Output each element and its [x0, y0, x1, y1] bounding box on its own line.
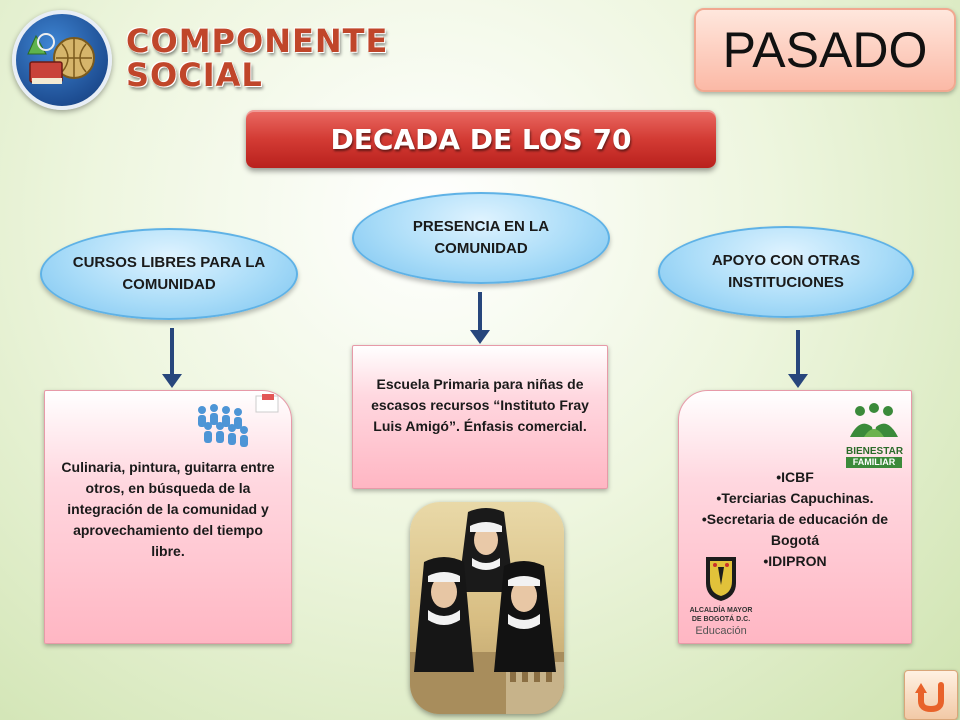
cursos-description: Culinaria, pintura, guitarra entre otros… [61, 459, 275, 559]
document-icon [254, 392, 282, 416]
u-turn-back-icon [915, 682, 944, 713]
arrow-down-icon [788, 330, 808, 388]
list-item: •IDIPRON [763, 553, 827, 569]
list-item: •Secretaria de educación de Bogotá [701, 511, 889, 548]
arrow-down-icon [162, 328, 182, 388]
list-item: •ICBF [776, 469, 814, 485]
alcaldia-line-2: DE BOGOTÁ D.C. [691, 616, 751, 623]
alcaldia-line-1: ALCALDÍA MAYOR [689, 607, 753, 614]
nuns-photo [410, 502, 564, 714]
back-button[interactable] [904, 670, 958, 720]
oval-apoyo: APOYO CON OTRAS INSTITUCIONES [658, 226, 914, 318]
cursos-box: Culinaria, pintura, guitarra entre otros… [44, 390, 292, 644]
decada-banner: DECADA DE LOS 70 [246, 110, 716, 168]
presencia-description: Escuela Primaria para niñas de escasos r… [371, 376, 589, 434]
globe-book-icon [12, 10, 112, 110]
oval-presencia: PRESENCIA EN LA COMUNIDAD [352, 192, 610, 284]
alcaldia-line-3: Educación [695, 625, 747, 637]
title-line-1: COMPONENTE [126, 22, 389, 60]
alcaldia-bogota-logo: ALCALDÍA MAYOR DE BOGOTÁ D.C. Educación [682, 555, 760, 645]
people-group-icon [192, 402, 252, 454]
instituciones-list: •ICBF •Terciarias Capuchinas. •Secretari… [693, 467, 897, 572]
bienestar-familiar-logo: BIENESTAR FAMILIAR [846, 403, 904, 468]
oval-cursos-libres: CURSOS LIBRES PARA LA COMUNIDAD [40, 228, 298, 320]
page-title: COMPONENTE SOCIAL [126, 24, 388, 92]
pasado-button[interactable]: PASADO [694, 8, 956, 92]
presencia-box: Escuela Primaria para niñas de escasos r… [352, 345, 608, 489]
list-item: •Terciarias Capuchinas. [716, 490, 874, 506]
bienestar-label: BIENESTAR [846, 446, 904, 457]
title-line-2: SOCIAL [126, 56, 263, 94]
familiar-label: FAMILIAR [846, 457, 902, 468]
arrow-down-icon [470, 292, 490, 344]
